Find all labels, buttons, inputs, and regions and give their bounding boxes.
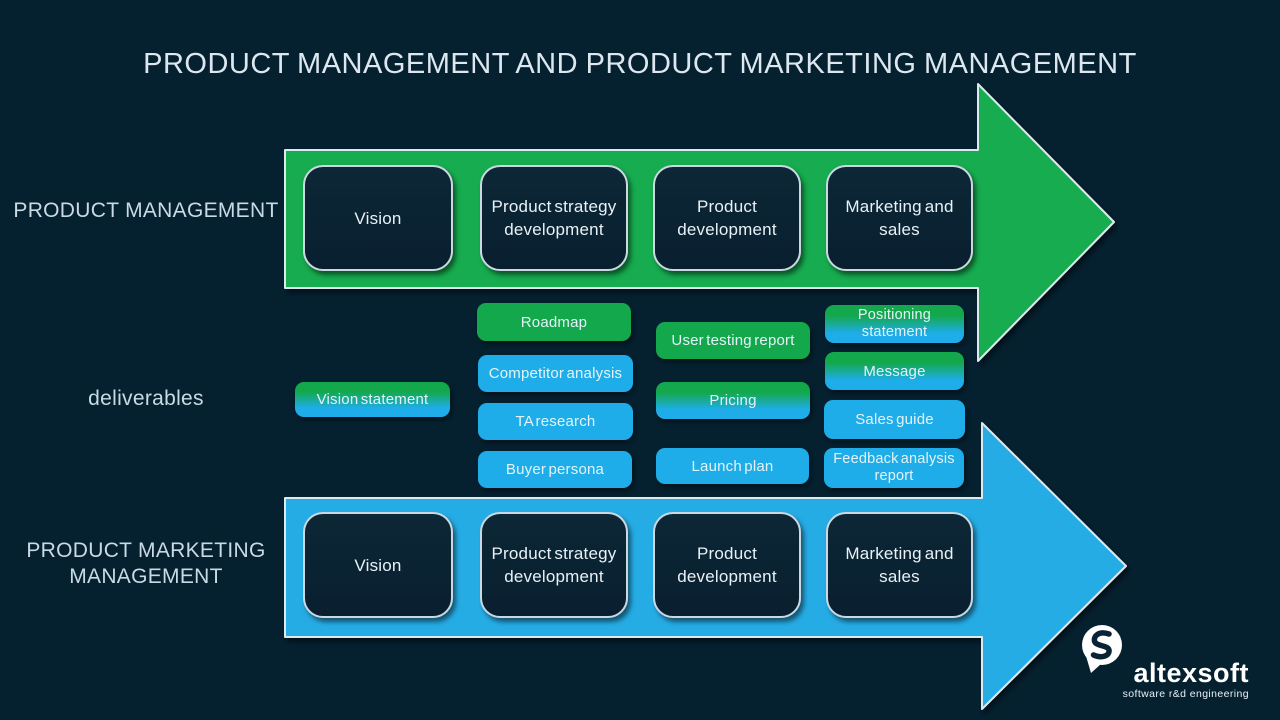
stage-box-pm-product-strategy-development: Product strategy development xyxy=(480,165,628,271)
deliverable-pill-user-testing-report: User testing report xyxy=(656,322,810,359)
deliverable-pill-feedback-analysis-report: Feedback analysis report xyxy=(824,448,964,488)
deliverable-pill-pricing: Pricing xyxy=(656,382,810,419)
row-label-product-marketing-management: PRODUCT MARKETING MANAGEMENT xyxy=(26,539,266,588)
deliverable-pill-positioning-statement: Positioning statement xyxy=(825,305,964,343)
stage-box-pmm-product-strategy-development: Product strategy development xyxy=(480,512,628,618)
stage-box-pmm-product-development: Product development xyxy=(653,512,801,618)
deliverable-pill-message: Message xyxy=(825,352,964,390)
deliverable-pill-buyer-persona: Buyer persona xyxy=(478,451,632,488)
deliverable-pill-ta-research: TA research xyxy=(478,403,633,440)
deliverable-pill-sales-guide: Sales guide xyxy=(824,400,965,439)
deliverable-pill-competitor-analysis: Competitor analysis xyxy=(478,355,633,392)
deliverable-pill-vision-statement: Vision statement xyxy=(295,382,450,417)
deliverable-pill-launch-plan: Launch plan xyxy=(656,448,809,484)
page-title: PRODUCT MANAGEMENT AND PRODUCT MARKETING… xyxy=(143,48,1137,80)
altexsoft-wordmark: altexsoft xyxy=(1133,658,1249,688)
speech-bubble-tail xyxy=(1086,656,1101,673)
row-label-deliverables: deliverables xyxy=(88,387,204,410)
stage-box-pmm-vision: Vision xyxy=(303,512,453,618)
deliverable-pill-roadmap: Roadmap xyxy=(477,303,631,341)
logo-s-swirl xyxy=(1090,630,1112,660)
stage-box-pmm-marketing-and-sales: Marketing and sales xyxy=(826,512,973,618)
stage-box-pm-vision: Vision xyxy=(303,165,453,271)
altexsoft-logo-icon xyxy=(1082,625,1122,673)
altexsoft-tagline: software r&d engineering xyxy=(1122,688,1249,700)
stage-box-pm-product-development: Product development xyxy=(653,165,801,271)
row-label-product-management: PRODUCT MANAGEMENT xyxy=(13,199,279,222)
stage-box-pm-marketing-and-sales: Marketing and sales xyxy=(826,165,973,271)
